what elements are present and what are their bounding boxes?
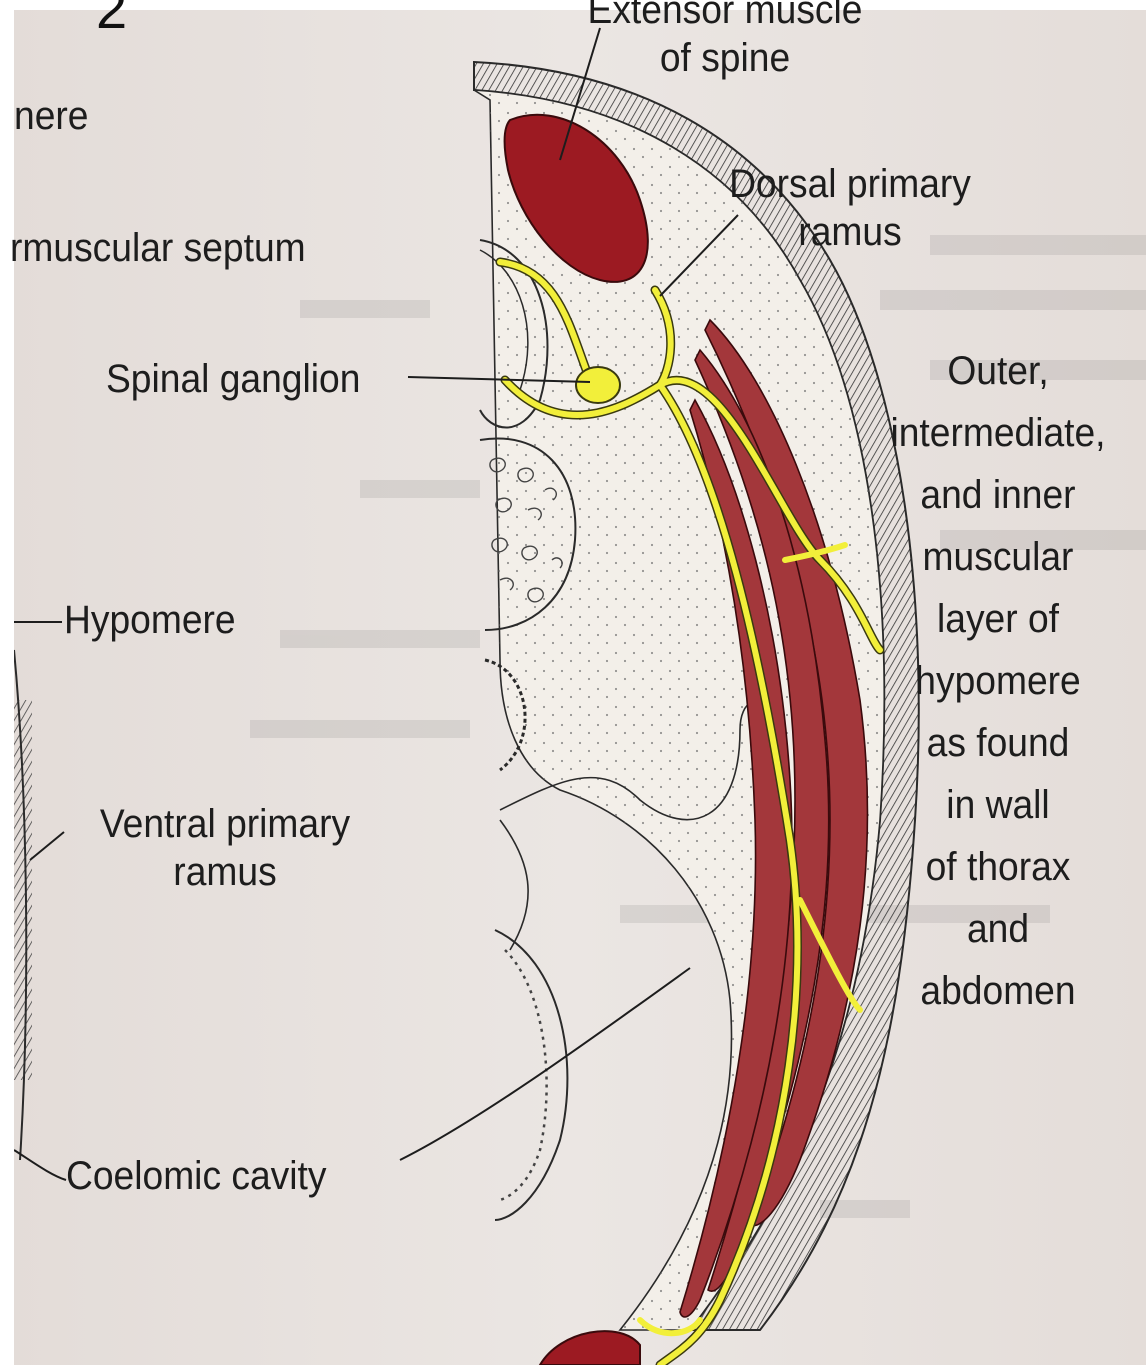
vertebral-body-texture [489, 457, 563, 603]
spinal-ganglion-shape [575, 366, 621, 404]
label-ventral-line1: Ventral primary [99, 802, 351, 846]
muscle-layer-inner [679, 398, 793, 1318]
label-ventral-line2: ramus [173, 850, 277, 894]
outer-layers-line: as found [926, 721, 1070, 765]
outer-layers-line: in wall [946, 783, 1050, 827]
label-coelomic-cavity: Coelomic cavity [66, 1154, 327, 1198]
outer-layers-line: and [966, 907, 1030, 951]
label-dorsal-line2: ramus [798, 210, 902, 254]
label-spinal-ganglion: Spinal ganglion [106, 357, 361, 401]
label-extensor-muscle: Extensor muscle of spine [572, 0, 879, 82]
leader-lines [13, 27, 739, 1181]
outer-layers-line: layer of [936, 597, 1059, 641]
label-outer-muscle-layers: Outer, intermediate, and inner muscular … [872, 340, 1125, 1022]
image-border-top [0, 0, 1146, 10]
label-septum-fragment: rmuscular septum [10, 226, 306, 270]
label-epimere-fragment: nere [14, 94, 89, 138]
outer-layers-line: of thorax [925, 845, 1071, 889]
aorta-outline [484, 658, 527, 772]
label-ventral-primary-ramus: Ventral primary ramus [72, 800, 379, 896]
outer-layers-line: and inner [920, 473, 1076, 517]
nerve-fill [497, 259, 883, 1365]
label-dorsal-primary-ramus: Dorsal primary ramus [711, 160, 990, 256]
outer-layers-line: muscular [922, 535, 1074, 579]
gut-outline [499, 701, 771, 821]
outer-layers-line: Outer, [947, 349, 1049, 393]
label-extensor-line2: of spine [659, 36, 791, 80]
coelom-lining [494, 929, 569, 1221]
label-hypomere: Hypomere [64, 598, 236, 642]
figure-corner-number: 2 [96, 0, 128, 40]
muscle-layer-intermediate [694, 348, 830, 1292]
image-border-left [0, 0, 14, 1365]
ventral-muscle-shape [538, 1330, 641, 1365]
outer-layers-line: hypomere [915, 659, 1081, 703]
vertebral-body-outline [479, 437, 577, 631]
outer-layers-line: abdomen [920, 969, 1076, 1013]
label-extensor-line1: Extensor muscle [587, 0, 863, 32]
outer-layers-line: intermediate, [890, 411, 1106, 455]
neural-tube-outline [479, 239, 549, 429]
label-dorsal-line1: Dorsal primary [729, 162, 971, 206]
extensor-muscle-shape [503, 113, 649, 283]
